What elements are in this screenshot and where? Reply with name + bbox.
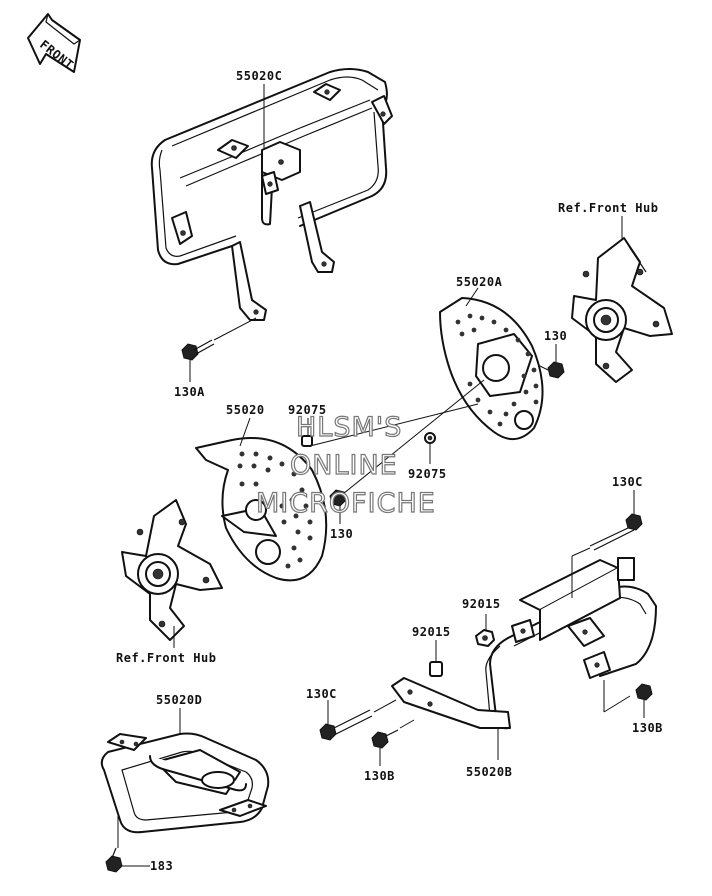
- nut-92015-top: [475, 629, 495, 647]
- label-130c-top: 130C: [612, 475, 643, 489]
- guard-55020b: [391, 557, 657, 730]
- bolt-130b-bottom: [371, 729, 399, 749]
- bolt-130a: [181, 339, 215, 361]
- label-130a: 130A: [174, 385, 205, 399]
- watermark: HLSM'S ONLINE MICROFICHE: [255, 411, 436, 519]
- label-55020a: 55020A: [456, 275, 503, 289]
- bolt-130-top: [547, 361, 565, 379]
- label-55020b: 55020B: [466, 765, 512, 779]
- label-130-top: 130: [544, 329, 567, 343]
- label-130b-bottom: 130B: [364, 769, 395, 783]
- label-55020c: 55020C: [236, 69, 282, 83]
- collar-92075-left: [301, 435, 313, 447]
- label-55020d: 55020D: [156, 693, 202, 707]
- label-92015-top: 92015: [462, 597, 501, 611]
- bolt-130c-top: [589, 513, 643, 551]
- collar-92075-right: [424, 432, 436, 444]
- nut-92015-mid: [429, 661, 443, 677]
- bolt-183: [105, 847, 123, 873]
- watermark-line-1: HLSM'S: [296, 412, 402, 443]
- disc-guard-55020: [195, 437, 328, 582]
- label-92015-mid: 92015: [412, 625, 451, 639]
- label-130-mid: 130: [330, 527, 353, 541]
- label-92075-right: 92075: [408, 467, 447, 481]
- front-arrow-icon: FRONT: [27, 13, 81, 73]
- label-ref-front-hub-bottom: Ref.Front Hub: [116, 651, 216, 665]
- bolt-130b-right: [635, 683, 653, 701]
- label-92075-left: 92075: [288, 403, 327, 417]
- label-130c-bottom: 130C: [306, 687, 337, 701]
- guard-55020d: [100, 732, 270, 834]
- watermark-line-2: ONLINE: [290, 450, 398, 481]
- guard-frame-55020c: [150, 68, 393, 321]
- disc-guard-55020a: [439, 297, 544, 440]
- label-130b-right: 130B: [632, 721, 663, 735]
- label-ref-front-hub-top: Ref.Front Hub: [558, 201, 658, 215]
- bolt-130c-bottom: [319, 709, 373, 741]
- front-hub-bottom: [121, 499, 223, 641]
- label-55020: 55020: [226, 403, 265, 417]
- watermark-line-3: MICROFICHE: [256, 488, 436, 519]
- bolt-130-mid: [329, 489, 347, 507]
- front-hub-top: [571, 237, 673, 383]
- label-183: 183: [150, 859, 173, 873]
